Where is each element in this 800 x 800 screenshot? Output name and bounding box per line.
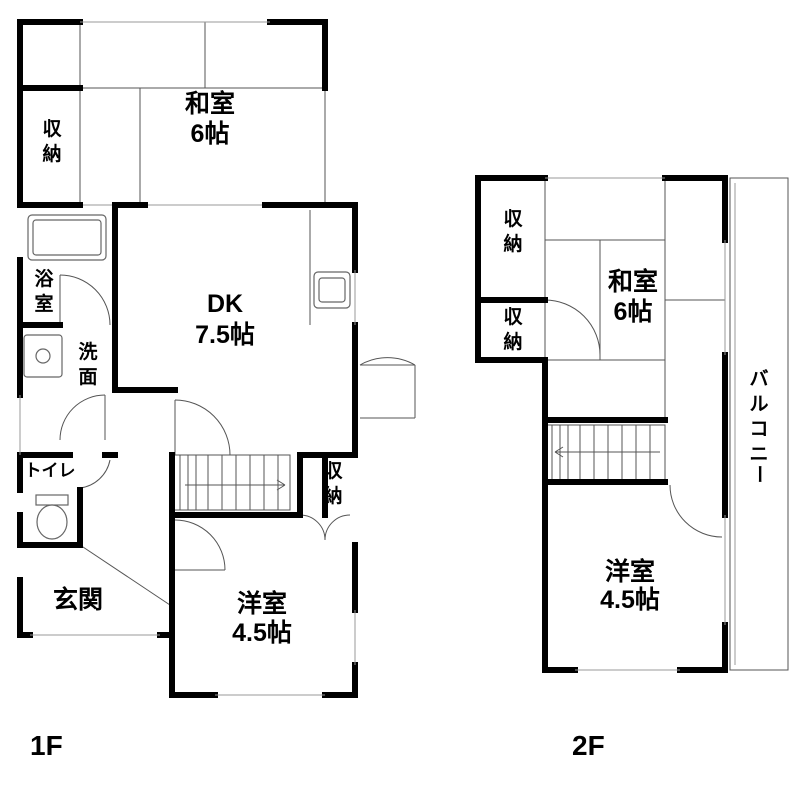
balcony-char2: ル bbox=[749, 394, 768, 415]
kitchen-counter bbox=[309, 210, 351, 325]
closet-top-1f-char2: 納 bbox=[42, 142, 61, 165]
floor-label-1f: 1F bbox=[30, 730, 63, 761]
closet-door-2f bbox=[544, 299, 601, 356]
tatami-lines-1f bbox=[20, 22, 326, 206]
doors-1f bbox=[59, 274, 416, 571]
wash-char1: 洗 bbox=[78, 340, 97, 363]
balcony-char3: コ bbox=[749, 419, 768, 440]
entrance-step bbox=[79, 544, 171, 606]
room-washitsu-2f-size: 6帖 bbox=[614, 298, 653, 326]
room-washitsu-1f-name: 和室 bbox=[185, 89, 235, 118]
room-dk-name: DK bbox=[207, 290, 243, 318]
floor-1f: 和室 6帖 収 納 DK 7.5帖 浴 室 洗 面 トイレ 収 納 玄関 洋室 … bbox=[17, 19, 416, 698]
floor-2f: 収 納 収 納 和室 6帖 バ ル コ ニ ー 洋室 4.5帖 bbox=[475, 175, 789, 673]
closet-b-2f-char1: 収 bbox=[503, 306, 523, 328]
closet-mid-1f-char2: 納 bbox=[323, 484, 342, 507]
room-youshitsu-1f-size: 4.5帖 bbox=[232, 619, 292, 647]
closet-a-2f-char2: 納 bbox=[503, 232, 522, 255]
walls-2f bbox=[475, 175, 728, 673]
balcony-char4: ニ bbox=[749, 444, 768, 465]
closet-top-1f-char1: 収 bbox=[42, 118, 62, 140]
bath-char2: 室 bbox=[34, 292, 53, 315]
room-youshitsu-2f-name: 洋室 bbox=[605, 557, 655, 586]
wash-char2: 面 bbox=[78, 367, 97, 388]
closet-a-2f-char1: 収 bbox=[503, 208, 523, 230]
balcony-label: バ ル コ ニ ー bbox=[748, 368, 769, 484]
room-youshitsu-1f-name: 洋室 bbox=[237, 589, 287, 618]
bath-char1: 浴 bbox=[34, 268, 54, 290]
wash-basin-bowl bbox=[35, 348, 51, 364]
room-entrance-name: 玄関 bbox=[53, 585, 103, 614]
stairs-2f bbox=[544, 424, 666, 481]
room-youshitsu-2f-size: 4.5帖 bbox=[600, 586, 660, 614]
room-dk-size: 7.5帖 bbox=[195, 321, 255, 349]
toilet-fixture bbox=[35, 494, 69, 540]
openings-1f bbox=[19, 21, 356, 696]
balcony-char5: ー bbox=[748, 464, 769, 483]
room-washitsu-1f-size: 6帖 bbox=[191, 120, 230, 148]
floor-label-2f: 2F bbox=[572, 730, 605, 761]
openings-2f bbox=[545, 177, 726, 671]
tatami-lines-2f bbox=[544, 178, 725, 420]
walls-1f bbox=[17, 19, 358, 698]
bathtub-inner bbox=[32, 219, 102, 256]
room-washitsu-2f-name: 和室 bbox=[608, 267, 658, 296]
balcony-char1: バ bbox=[749, 368, 768, 390]
closet-mid-1f-char1: 収 bbox=[323, 460, 343, 482]
stairs-1f bbox=[171, 454, 291, 511]
closet-b-2f-char2: 納 bbox=[503, 330, 522, 353]
balcony-outline bbox=[729, 177, 789, 671]
room-toilet-name: トイレ bbox=[25, 461, 76, 480]
door-youshitsu-2f bbox=[669, 484, 723, 538]
